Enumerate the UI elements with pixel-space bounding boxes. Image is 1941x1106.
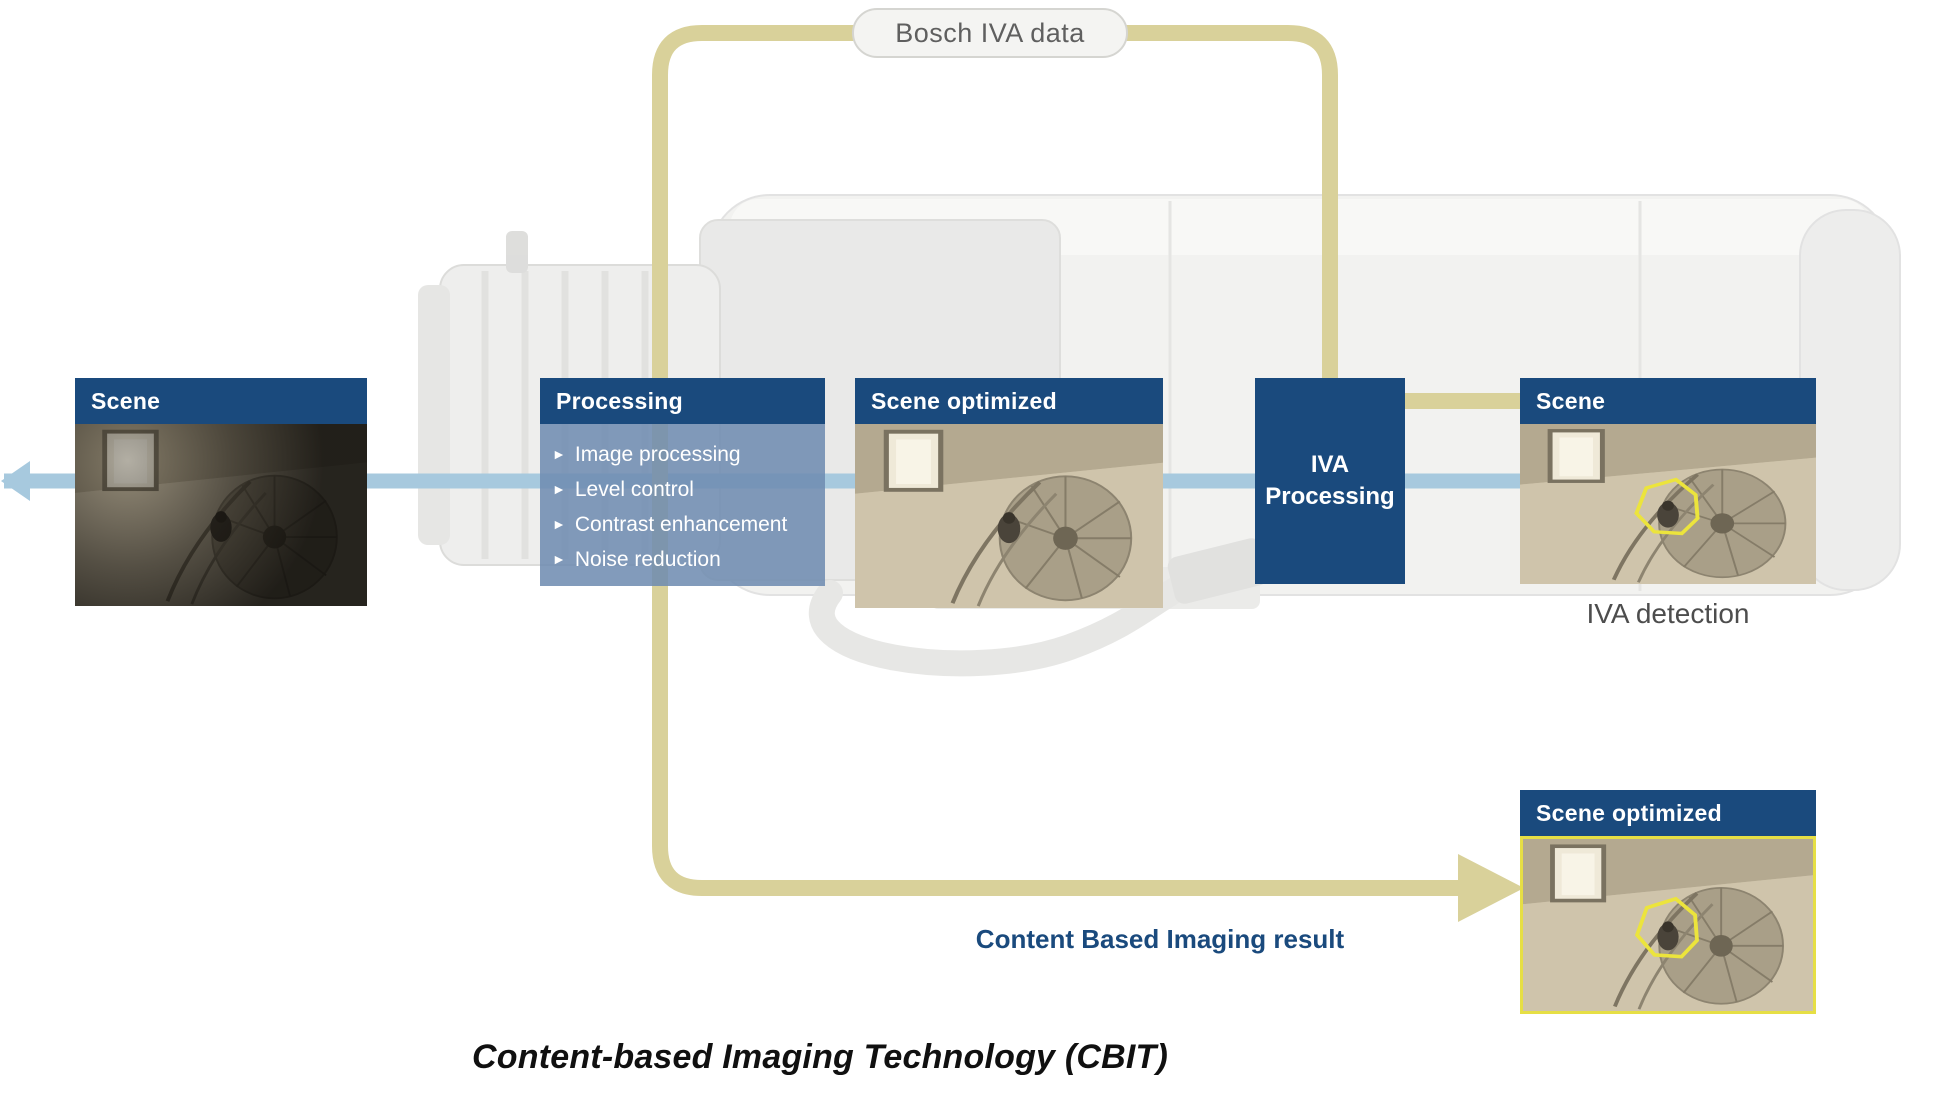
- result-arrow-icon: [1458, 854, 1524, 922]
- stairwell-scene-art: [855, 424, 1163, 608]
- processing-item: ► Noise reduction: [552, 543, 815, 578]
- iva-detection-label: IVA detection: [1586, 598, 1750, 629]
- triangle-bullet-icon: ►: [552, 516, 566, 532]
- processing-item-label: Image processing: [574, 443, 741, 466]
- processing-item-label: Level control: [574, 478, 694, 501]
- processing-item: ► Image processing: [552, 438, 815, 473]
- box-header: Scene optimized: [855, 378, 1163, 424]
- processing-item-label: Contrast enhancement: [574, 513, 788, 536]
- result-scene-box: Scene optimized: [1520, 790, 1816, 1014]
- scene-input-image: [75, 424, 367, 606]
- detection-outline: [1634, 477, 1700, 536]
- iva-processing-label-line2: Processing: [1265, 483, 1395, 510]
- processing-box: Processing ► Image processing ► Level cont…: [540, 378, 825, 586]
- box-header: Scene optimized: [1520, 790, 1816, 836]
- scene-input-box: Scene: [75, 378, 367, 606]
- iva-processing-box: IVA Processing: [1255, 378, 1405, 584]
- scene-optimized-image: [855, 424, 1163, 608]
- scene-optimized-box: Scene optimized: [855, 378, 1163, 608]
- processing-item: ► Level control: [552, 473, 815, 508]
- scene-output-box: Scene: [1520, 378, 1816, 584]
- box-header: Scene: [75, 378, 367, 424]
- triangle-bullet-icon: ►: [552, 551, 566, 567]
- result-scene-image: [1520, 836, 1816, 1014]
- box-header: Scene: [1520, 378, 1816, 424]
- scene-detection-image: [1520, 424, 1816, 584]
- flow-left-arrow-icon: [1, 461, 30, 501]
- box-header: Processing: [540, 378, 825, 424]
- dark-overlay: [75, 424, 367, 606]
- triangle-bullet-icon: ►: [552, 446, 566, 462]
- result-label: Content Based Imaging result: [975, 924, 1345, 954]
- processing-list: ► Image processing ► Level control ► Contra…: [540, 424, 825, 586]
- triangle-bullet-icon: ►: [552, 481, 566, 497]
- processing-item-label: Noise reduction: [574, 548, 721, 571]
- diagram-caption: Content-based Imaging Technology (CBIT): [472, 1038, 1168, 1076]
- processing-item: ► Contrast enhancement: [552, 508, 815, 543]
- bosch-iva-data-label: Bosch IVA data: [895, 17, 1085, 48]
- iva-processing-label-line1: IVA: [1310, 450, 1350, 478]
- detection-outline: [1634, 896, 1699, 959]
- bosch-iva-data-pill: Bosch IVA data: [852, 8, 1128, 58]
